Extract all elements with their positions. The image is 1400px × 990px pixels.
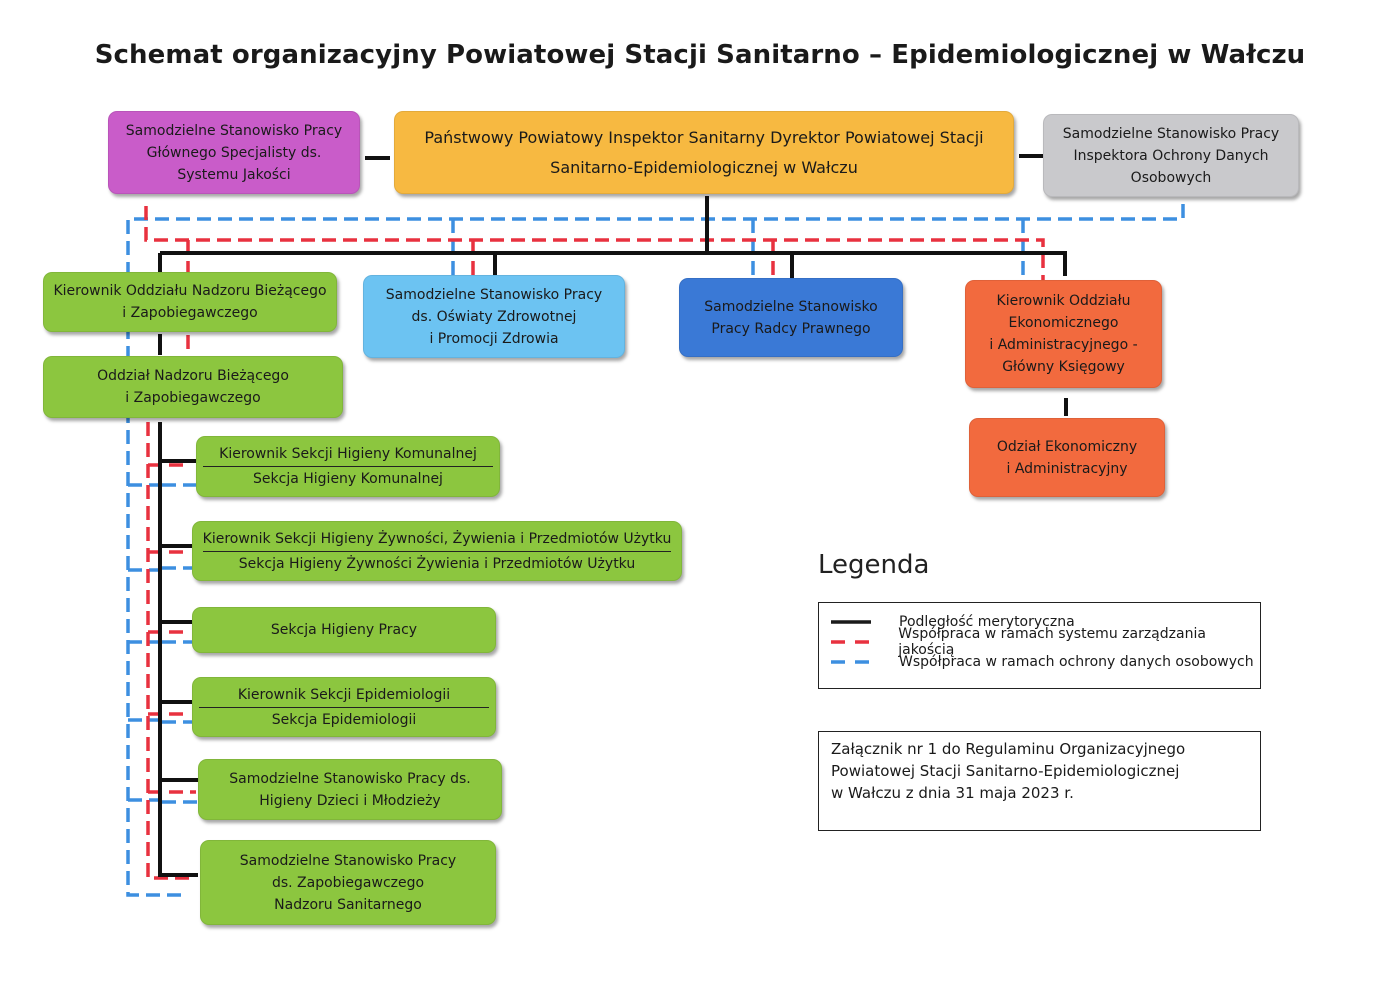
box-line: Samodzielne Stanowisko Pracy xyxy=(239,852,457,869)
box-line: Oddział Nadzoru Bieżącego xyxy=(97,368,289,384)
box-line: Ekonomicznego xyxy=(1008,315,1119,331)
box-line: Kierownik Oddziału xyxy=(996,293,1131,309)
box-line: Głównego Specjalisty ds. xyxy=(146,144,322,161)
head-economic-box: Kierownik Oddziału Ekonomicznego i Admin… xyxy=(965,280,1162,388)
box-line: Sekcja Epidemiologii xyxy=(271,711,417,728)
legend-label: Podległość merytoryczna xyxy=(899,614,1075,630)
legend-item-subordination: Podległość merytoryczna xyxy=(829,612,1075,632)
box-line: Główny Księgowy xyxy=(1002,359,1125,375)
box-line: Systemu Jakości xyxy=(177,166,291,183)
communal-hygiene-section-box: Kierownik Sekcji Higieny Komunalnej Sekc… xyxy=(196,436,500,497)
food-hygiene-section-box: Kierownik Sekcji Higieny Żywności, Żywie… xyxy=(192,521,682,581)
legend-title: Legenda xyxy=(818,550,930,580)
supervision-department-box: Oddział Nadzoru Bieżącego i Zapobiegawcz… xyxy=(43,356,343,418)
box-line: Inspektora Ochrony Danych xyxy=(1073,147,1269,164)
head-supervision-box: Kierownik Oddziału Nadzoru Bieżącego i Z… xyxy=(43,272,337,332)
box-line: Nadzoru Sanitarnego xyxy=(274,896,422,913)
box-line: Odział Ekonomiczny xyxy=(996,438,1138,455)
box-divider xyxy=(199,706,489,708)
box-line: Sekcja Higieny Komunalnej xyxy=(253,471,443,487)
legal-counsel-box: Samodzielne Stanowisko Pracy Radcy Prawn… xyxy=(679,278,903,357)
health-education-box: Samodzielne Stanowisko Pracy ds. Oświaty… xyxy=(363,275,625,358)
note-line: Powiatowej Stacji Sanitarno-Epidemiologi… xyxy=(831,762,1180,780)
box-line: ds. Oświaty Zdrowotnej xyxy=(411,308,577,325)
box-divider xyxy=(203,466,493,467)
page-title: Schemat organizacyjny Powiatowej Stacji … xyxy=(94,40,1306,70)
legend-item-quality: Współpraca w ramach systemu zarządzania … xyxy=(829,626,1260,658)
box-line: Kierownik Oddziału Nadzoru Bieżącego xyxy=(53,283,327,299)
legend: Podległość merytoryczna Współpraca w ram… xyxy=(818,602,1261,689)
quality-specialist-box: Samodzielne Stanowisko Pracy Głównego Sp… xyxy=(108,111,360,194)
box-line: i Administracyjnego - xyxy=(989,337,1138,353)
box-line: Sekcja Higieny Żywności Żywienia i Przed… xyxy=(238,555,636,572)
attachment-note: Załącznik nr 1 do Regulaminu Organizacyj… xyxy=(818,731,1261,831)
box-line: Kierownik Sekcji Higieny Komunalnej xyxy=(219,446,477,462)
box-line: Państwowy Powiatowy Inspektor Sanitarny … xyxy=(424,127,984,147)
preventive-supervision-box: Samodzielne Stanowisko Pracy ds. Zapobie… xyxy=(200,840,496,925)
box-divider xyxy=(202,550,672,552)
box-line: i Promocji Zdrowia xyxy=(429,330,559,347)
box-line: Samodzielne Stanowisko Pracy ds. xyxy=(229,770,471,787)
economic-department-box: Odział Ekonomiczny i Administracyjny xyxy=(969,418,1165,497)
subordination-lines xyxy=(158,154,1068,877)
child-youth-hygiene-box: Samodzielne Stanowisko Pracy ds. Higieny… xyxy=(198,759,502,820)
red-dashed-line-swatch xyxy=(831,640,871,644)
solid-line-swatch xyxy=(831,620,871,624)
box-line: i Administracyjny xyxy=(1006,460,1128,477)
box-line: Samodzielne Stanowisko Pracy xyxy=(1062,125,1280,142)
dpo-cooperation-lines xyxy=(126,204,1185,897)
note-line: w Wałczu z dnia 31 maja 2023 r. xyxy=(831,784,1074,802)
box-line: Kierownik Sekcji Epidemiologii xyxy=(237,686,451,703)
box-line: Samodzielne Stanowisko Pracy xyxy=(385,286,603,303)
box-line: Higieny Dzieci i Młodzieży xyxy=(259,792,441,809)
data-protection-officer-box: Samodzielne Stanowisko Pracy Inspektora … xyxy=(1043,114,1299,197)
quality-cooperation-lines xyxy=(144,206,1045,880)
work-hygiene-section-box: Sekcja Higieny Pracy xyxy=(192,607,496,653)
box-line: Sanitarno-Epidemiologicznej w Wałczu xyxy=(550,157,858,177)
box-line: Samodzielne Stanowisko xyxy=(704,298,878,315)
legend-label: Współpraca w ramach systemu zarządzania … xyxy=(898,626,1206,658)
legend-label: Współpraca w ramach ochrony danych osobo… xyxy=(899,654,1254,670)
box-line: Samodzielne Stanowisko Pracy xyxy=(125,122,343,139)
box-line: Osobowych xyxy=(1130,169,1212,186)
box-line: Kierownik Sekcji Higieny Żywności, Żywie… xyxy=(202,530,672,547)
director-box: Państwowy Powiatowy Inspektor Sanitarny … xyxy=(394,111,1014,194)
legend-item-data-protection: Współpraca w ramach ochrony danych osobo… xyxy=(829,652,1254,672)
box-line: Sekcja Higieny Pracy xyxy=(270,622,418,638)
note-line: Załącznik nr 1 do Regulaminu Organizacyj… xyxy=(831,740,1186,758)
epidemiology-section-box: Kierownik Sekcji Epidemiologii Sekcja Ep… xyxy=(192,677,496,737)
box-line: i Zapobiegawczego xyxy=(122,305,258,321)
box-line: Pracy Radcy Prawnego xyxy=(711,320,871,337)
blue-dashed-line-swatch xyxy=(831,660,871,664)
box-line: i Zapobiegawczego xyxy=(125,390,261,406)
box-line: ds. Zapobiegawczego xyxy=(271,874,425,891)
